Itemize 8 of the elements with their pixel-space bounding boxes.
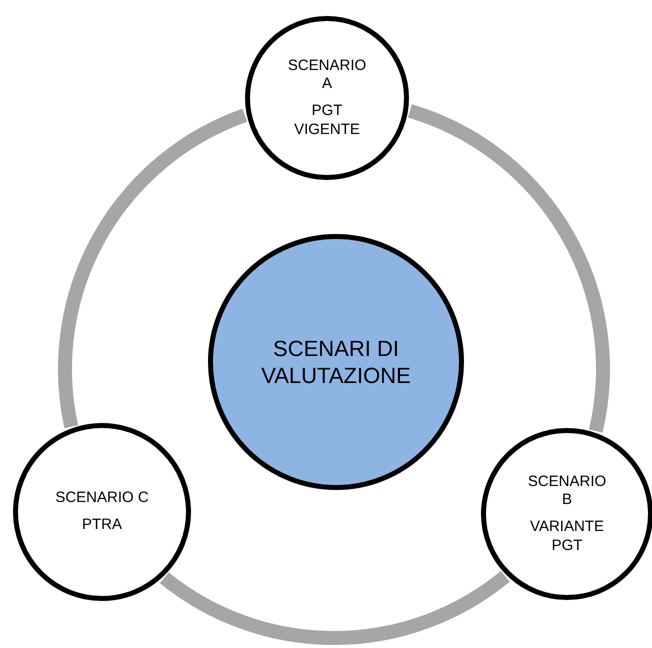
ring-connector (160, 570, 510, 645)
circle-label: PTRA (80, 516, 123, 535)
circle-label: PGT VIGENTE (293, 102, 361, 140)
circle-label: VARIANTE PGT (529, 518, 605, 556)
circle-label: SCENARIO B (526, 472, 608, 510)
circle-label: SCENARI DI VALUTAZIONE (260, 334, 412, 390)
circle-label: SCENARIO A (286, 56, 368, 94)
circle-label: SCENARIO C (54, 489, 150, 508)
